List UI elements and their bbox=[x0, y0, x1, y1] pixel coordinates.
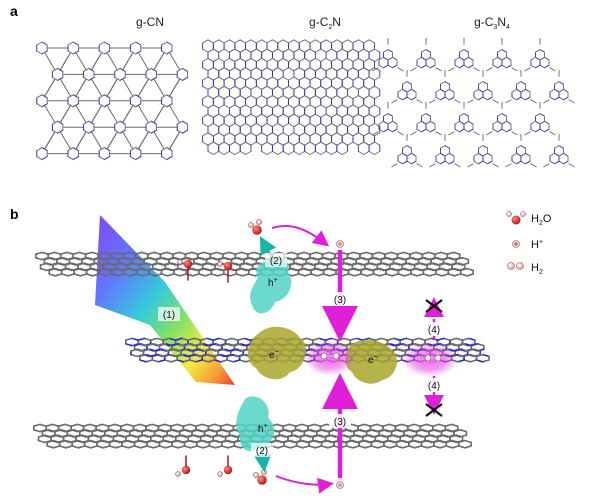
legend-proton-icon bbox=[512, 240, 520, 248]
structure-title-g-cn: g-CN bbox=[136, 15, 164, 29]
legend-water-icon bbox=[506, 211, 526, 225]
electron-blob-left bbox=[247, 326, 307, 380]
legend-hydrogen-label: H2 bbox=[531, 262, 543, 276]
proton-icon-bottom bbox=[336, 481, 344, 489]
proton-icon-top bbox=[336, 240, 344, 248]
hole-blob-bottom bbox=[236, 396, 275, 452]
g-cn-lattice bbox=[36, 41, 189, 161]
blocked-cross-bottom bbox=[425, 403, 443, 417]
label-step1: (1) bbox=[163, 310, 175, 321]
structure-title-g-c3n4: g-C3N4 bbox=[474, 15, 510, 31]
legend-hydrogen-icon bbox=[507, 262, 524, 270]
label-electron-right: e− bbox=[368, 354, 378, 366]
arrow-oxidation-top bbox=[271, 225, 330, 247]
structure-title-g-c2n: g-C2N bbox=[309, 15, 341, 31]
g-c2n-lattice bbox=[202, 39, 381, 155]
legend: H2O H+ H2 bbox=[506, 211, 552, 276]
hole-blob-top bbox=[250, 257, 292, 314]
electron-blob-right bbox=[345, 339, 397, 384]
blocked-cross-top bbox=[425, 299, 443, 313]
label-hole-bottom: h+ bbox=[258, 423, 268, 435]
label-step4-top: (4) bbox=[428, 325, 440, 336]
process-arrows bbox=[253, 225, 444, 494]
legend-proton-label: H+ bbox=[531, 239, 543, 251]
legend-water-label: H2O bbox=[531, 213, 552, 227]
label-step4-bottom: (4) bbox=[428, 381, 440, 392]
label-step2-top: (2) bbox=[270, 256, 282, 267]
label-electron-left: e− bbox=[269, 349, 279, 361]
reduction-site-glow-1 bbox=[304, 340, 356, 376]
panel-b-letter: b bbox=[10, 206, 19, 222]
step-labels: (1) (2) h+ (3) e− e− (4) (4) h+ (3) (2) bbox=[158, 253, 445, 457]
label-step2-bottom: (2) bbox=[256, 446, 268, 457]
g-c3n4-lattice bbox=[372, 37, 575, 168]
panel-a-letter: a bbox=[10, 3, 18, 19]
label-step3-bottom: (3) bbox=[334, 417, 346, 428]
label-hole-top: h+ bbox=[268, 277, 278, 289]
label-step3-top: (3) bbox=[334, 295, 346, 306]
arrow-oxidation-bottom bbox=[275, 475, 334, 494]
